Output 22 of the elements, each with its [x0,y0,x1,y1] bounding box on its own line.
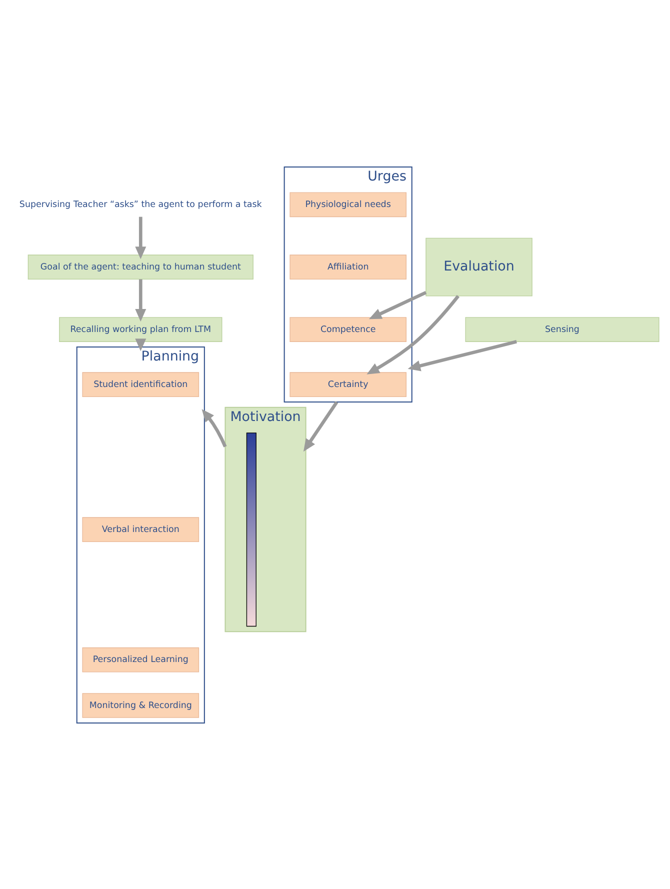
arrow [202,408,227,447]
node-box: Competence [290,316,406,342]
node-box: Verbal interaction [82,516,200,542]
node-bar [246,432,256,626]
node-box: Affiliation [290,254,406,279]
arrow [408,340,517,371]
arrow [135,216,146,259]
node-box: Personalized Learning [82,646,200,672]
node-box: Certainty [290,372,406,396]
arrow [135,278,146,322]
arrow [366,294,460,374]
arrow [368,290,427,319]
node-box: Evaluation [426,237,532,296]
node-text: Supervising Teacher “asks” the agent to perform a task [19,199,262,210]
node-box: Sensing [465,316,660,342]
cluster: Motivation [224,406,306,632]
node-box: Monitoring & Recording [82,692,200,718]
node-box: Student identification [82,372,200,396]
node-box: Physiological needs [290,192,406,217]
arrow [135,338,146,351]
node-box: Goal of the agent: teaching to human student [28,254,254,279]
arrow [303,400,338,452]
